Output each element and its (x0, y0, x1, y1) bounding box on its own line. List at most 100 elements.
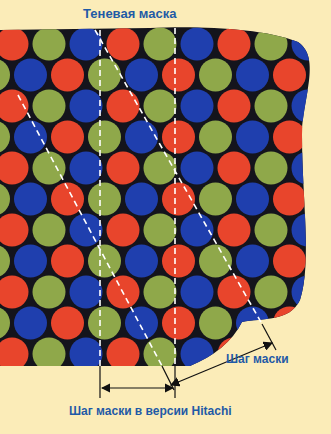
phosphor-dot (33, 338, 66, 371)
phosphor-dot (0, 369, 10, 402)
phosphor-dot (125, 245, 158, 278)
phosphor-dot (125, 183, 158, 216)
phosphor-dot (144, 338, 177, 371)
phosphor-dot (14, 369, 47, 402)
phosphor-dot (292, 28, 325, 61)
phosphor-dot (162, 369, 195, 402)
phosphor-dot (273, 307, 306, 340)
phosphor-dot (199, 369, 232, 402)
phosphor-dot (51, 307, 84, 340)
phosphor-dot (236, 369, 269, 402)
phosphor-dot (236, 307, 269, 340)
phosphor-dot (199, 59, 232, 92)
phosphor-dot (107, 28, 140, 61)
phosphor-dot (310, 245, 331, 278)
phosphor-dot (107, 90, 140, 123)
phosphor-dot (70, 152, 103, 185)
phosphor-dot (33, 214, 66, 247)
phosphor-dot (255, 214, 288, 247)
phosphor-dot (88, 183, 121, 216)
phosphor-dot (70, 214, 103, 247)
phosphor-dot (33, 152, 66, 185)
phosphor-dot (273, 245, 306, 278)
phosphor-dot (107, 214, 140, 247)
phosphor-dot (236, 121, 269, 154)
phosphor-dot (181, 152, 214, 185)
phosphor-dot (144, 90, 177, 123)
phosphor-dot (0, 28, 29, 61)
phosphor-dot (14, 59, 47, 92)
mask-region (0, 27, 310, 366)
phosphor-dot (0, 183, 10, 216)
phosphor-dot (255, 90, 288, 123)
phosphor-dot (310, 307, 331, 340)
phosphor-dot (162, 121, 195, 154)
phosphor-dot (51, 59, 84, 92)
phosphor-dot (310, 59, 331, 92)
phosphor-dot (199, 245, 232, 278)
phosphor-dot (0, 152, 29, 185)
phosphor-dot (255, 28, 288, 61)
phosphor-dot (125, 59, 158, 92)
title: Теневая маска (83, 6, 177, 21)
phosphor-dot (0, 338, 29, 371)
phosphor-dot (88, 59, 121, 92)
phosphor-dot (33, 276, 66, 309)
phosphor-dot (236, 59, 269, 92)
phosphor-dot (292, 90, 325, 123)
phosphor-dot (0, 214, 29, 247)
phosphor-dot (0, 245, 10, 278)
phosphor-dot (0, 307, 10, 340)
phosphor-dot (0, 276, 29, 309)
phosphor-dot (255, 276, 288, 309)
phosphor-dot (88, 307, 121, 340)
phosphor-dot (236, 245, 269, 278)
phosphor-dot (310, 183, 331, 216)
phosphor-dot (218, 152, 251, 185)
phosphor-dot (107, 152, 140, 185)
phosphor-dot (292, 152, 325, 185)
phosphor-dot (218, 28, 251, 61)
phosphor-dot (181, 276, 214, 309)
phosphor-dot (33, 28, 66, 61)
phosphor-dot (51, 245, 84, 278)
dimension-label: Шаг маски (226, 352, 289, 366)
phosphor-dot (273, 121, 306, 154)
phosphor-dot (162, 183, 195, 216)
phosphor-dot (273, 59, 306, 92)
phosphor-dot (162, 59, 195, 92)
phosphor-dot (14, 245, 47, 278)
phosphor-dot (310, 121, 331, 154)
phosphor-dot (199, 307, 232, 340)
phosphor-dot (218, 90, 251, 123)
phosphor-dot (162, 307, 195, 340)
phosphor-dot (144, 214, 177, 247)
phosphor-dot (181, 90, 214, 123)
phosphor-dot (70, 90, 103, 123)
phosphor-dot (292, 214, 325, 247)
phosphor-dot (0, 121, 10, 154)
phosphor-dot (181, 28, 214, 61)
phosphor-dot (0, 59, 10, 92)
phosphor-dot (236, 183, 269, 216)
phosphor-dot (125, 369, 158, 402)
phosphor-dot (181, 338, 214, 371)
phosphor-dot (14, 307, 47, 340)
phosphor-dot (125, 307, 158, 340)
phosphor-dot (292, 276, 325, 309)
phosphor-dot (144, 276, 177, 309)
phosphor-dot (70, 276, 103, 309)
phosphor-dot (181, 214, 214, 247)
phosphor-dot (255, 152, 288, 185)
phosphor-dot (51, 369, 84, 402)
phosphor-dot (218, 214, 251, 247)
phosphor-dot (51, 121, 84, 154)
phosphor-dot (218, 276, 251, 309)
phosphor-dot (273, 369, 306, 402)
phosphor-dot (88, 121, 121, 154)
phosphor-dot (70, 338, 103, 371)
phosphor-dot (33, 90, 66, 123)
phosphor-dot (273, 183, 306, 216)
phosphor-dot (70, 28, 103, 61)
